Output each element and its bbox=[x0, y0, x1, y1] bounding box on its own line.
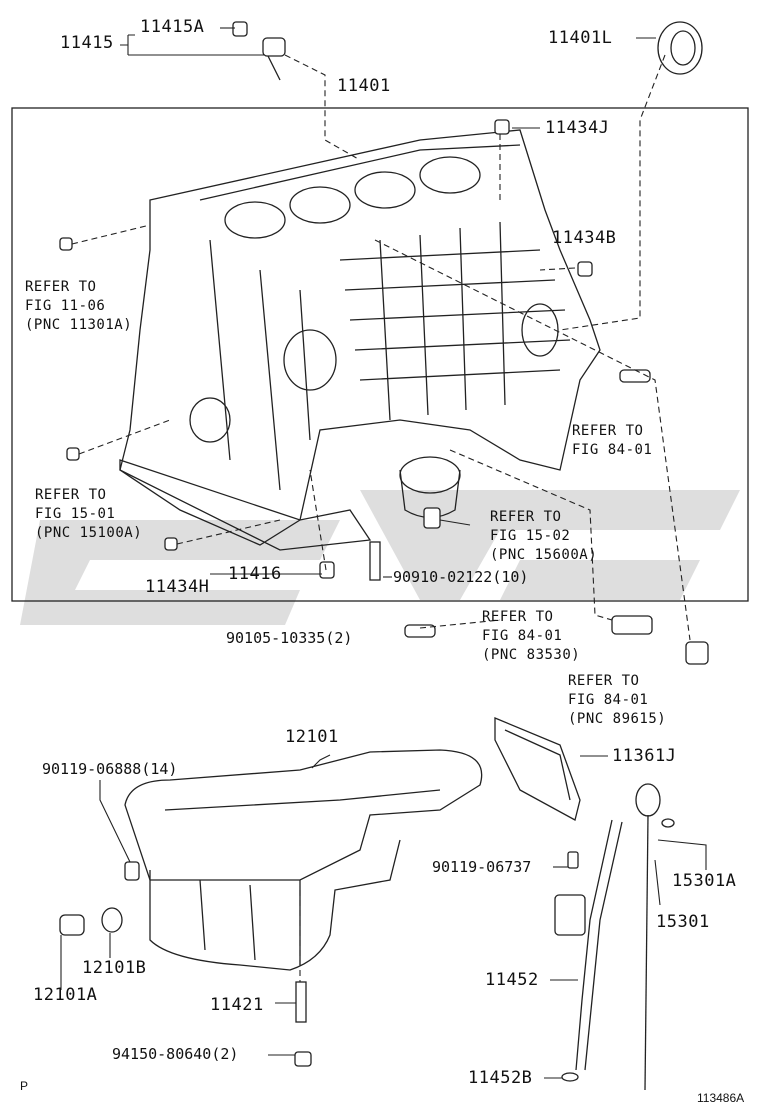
part-label-11452b: 11452B bbox=[468, 1068, 533, 1088]
dashed-guides bbox=[71, 54, 691, 982]
part-label-90105-10335: 90105-10335(2) bbox=[226, 629, 353, 647]
pan-parts bbox=[59, 861, 312, 1067]
part-label-11415a: 11415A bbox=[140, 17, 205, 37]
oil-pan-drawing bbox=[124, 749, 483, 971]
watermark-logo bbox=[20, 490, 740, 625]
part-label-90119-06737: 90119-06737 bbox=[432, 858, 532, 876]
dipstick-drawing bbox=[494, 717, 675, 1091]
part-label-15301a: 15301A bbox=[672, 871, 737, 891]
part-label-11416: 11416 bbox=[228, 564, 282, 584]
page-mark: P bbox=[20, 1079, 29, 1093]
part-label-11434h: 11434H bbox=[145, 577, 210, 597]
part-label-15301: 15301 bbox=[656, 912, 710, 932]
part-label-12101: 12101 bbox=[285, 727, 339, 747]
part-label-11401: 11401 bbox=[337, 76, 391, 96]
part-label-12101a: 12101A bbox=[33, 985, 98, 1005]
part-label-12101b: 12101B bbox=[82, 958, 147, 978]
leader-lines bbox=[60, 27, 707, 1079]
cylinder-block-drawing bbox=[119, 129, 601, 551]
part-label-11452: 11452 bbox=[485, 970, 539, 990]
part-label-11434j: 11434J bbox=[545, 118, 610, 138]
block-frame bbox=[11, 107, 749, 602]
part-label-11361j: 11361J bbox=[612, 746, 677, 766]
part-label-90910-02122: 90910-02122(10) bbox=[393, 568, 529, 586]
small-parts bbox=[59, 21, 709, 665]
part-label-94150-80640: 94150-80640(2) bbox=[112, 1045, 239, 1063]
part-label-90119-06888: 90119-06888(14) bbox=[42, 760, 178, 778]
part-label-11401l: 11401L bbox=[548, 28, 613, 48]
figure-id: 113486A bbox=[697, 1091, 745, 1105]
part-label-11434b: 11434B bbox=[552, 228, 617, 248]
part-label-11415: 11415 bbox=[60, 33, 114, 53]
part-label-11421: 11421 bbox=[210, 995, 264, 1015]
